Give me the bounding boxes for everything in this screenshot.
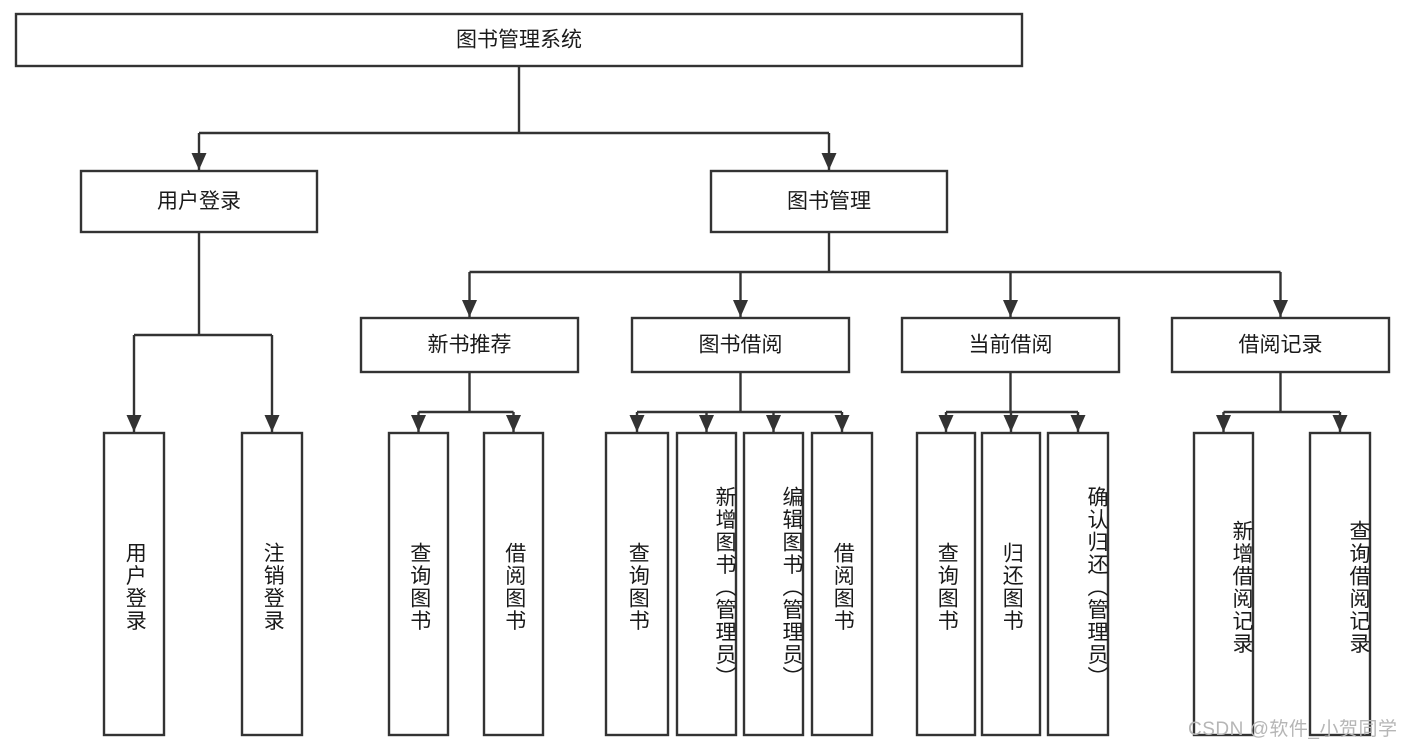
node-current-borrow[interactable] xyxy=(900,316,1121,374)
node-leaf-query-book-1[interactable] xyxy=(387,431,450,737)
node-leaf-logout[interactable] xyxy=(240,431,304,737)
node-label: 当前借阅 xyxy=(969,334,1053,357)
node-label: 用户登录 xyxy=(157,190,241,213)
arrow-head-icon xyxy=(1273,300,1288,317)
node-leaf-edit-book[interactable] xyxy=(742,431,805,737)
arrow-head-icon xyxy=(938,415,954,432)
node-leaf-borrow-book-2[interactable] xyxy=(810,431,874,737)
arrow-head-icon xyxy=(629,415,645,432)
arrow-head-icon xyxy=(1003,300,1018,317)
node-leaf-confirm-return[interactable] xyxy=(1046,431,1110,737)
node-user-login[interactable] xyxy=(79,169,319,234)
arrow-head-icon xyxy=(1332,415,1348,432)
arrow-head-icon xyxy=(733,300,748,317)
arrow-head-icon xyxy=(411,415,426,432)
node-leaf-add-book[interactable] xyxy=(675,431,738,737)
node-leaf-return-book[interactable] xyxy=(980,431,1042,737)
node-book-borrow[interactable] xyxy=(630,316,851,374)
arrow-head-icon xyxy=(462,300,477,317)
node-root[interactable] xyxy=(14,12,1024,68)
arrow-head-icon xyxy=(506,415,521,432)
node-label: 借阅记录 xyxy=(1239,334,1323,357)
arrow-head-icon xyxy=(834,415,850,432)
node-leaf-user-login[interactable] xyxy=(102,431,166,737)
node-leaf-borrow-book-1[interactable] xyxy=(482,431,545,737)
node-label: 图书管理 xyxy=(787,190,871,213)
csdn-watermark: CSDN @软件_小贺同学 xyxy=(1188,719,1398,740)
node-boxes xyxy=(14,12,1391,737)
node-label: 新书推荐 xyxy=(428,334,512,357)
node-borrow-record[interactable] xyxy=(1170,316,1391,374)
arrow-head-icon xyxy=(766,415,781,432)
node-leaf-query-book-2[interactable] xyxy=(604,431,670,737)
node-leaf-query-record[interactable] xyxy=(1308,431,1372,737)
arrow-head-icon xyxy=(264,415,280,432)
arrow-head-icon xyxy=(821,153,837,170)
node-leaf-query-book-3[interactable] xyxy=(915,431,977,737)
arrow-head-icon xyxy=(699,415,714,432)
arrow-head-icon xyxy=(126,415,142,432)
node-leaf-add-record[interactable] xyxy=(1192,431,1255,737)
node-book-manage[interactable] xyxy=(709,169,949,234)
node-new-book-recommend[interactable] xyxy=(359,316,580,374)
node-label: 图书管理系统 xyxy=(456,29,582,52)
arrow-head-icon xyxy=(191,153,207,170)
node-label: 图书借阅 xyxy=(699,334,783,357)
arrow-head-icon xyxy=(1003,415,1019,432)
connector-lines xyxy=(126,66,1348,432)
arrow-head-icon xyxy=(1070,415,1086,432)
arrow-head-icon xyxy=(1216,415,1231,432)
